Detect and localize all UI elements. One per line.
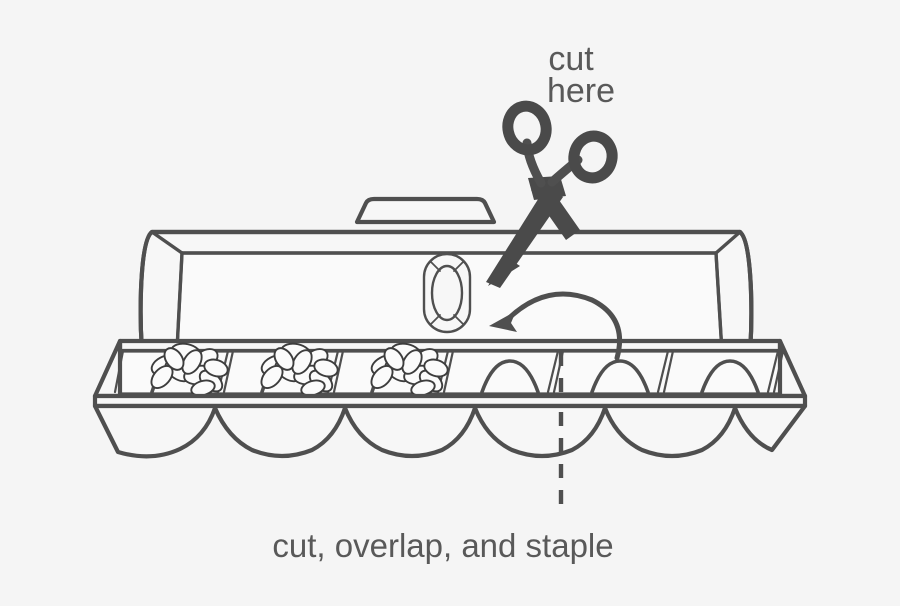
cell-mound-5 bbox=[590, 359, 650, 394]
scissors-ring-right bbox=[568, 130, 618, 184]
seed bbox=[291, 349, 313, 375]
cell-divider-2b bbox=[332, 349, 345, 394]
seed bbox=[273, 347, 295, 371]
lid-latch-tab bbox=[422, 252, 472, 334]
latch-spoke-tr bbox=[453, 261, 464, 272]
cell-divider-5b bbox=[662, 349, 675, 394]
base-scalloped-bottom bbox=[92, 403, 808, 459]
cell-divider-0a bbox=[113, 349, 125, 394]
latch-spoke-bl bbox=[430, 314, 441, 325]
seed bbox=[401, 349, 423, 375]
curved-arrow-head bbox=[489, 311, 517, 332]
lid-corner-bevel-left bbox=[150, 230, 184, 255]
cut-here-label: cut here bbox=[547, 40, 615, 110]
latch-spoke-tl bbox=[430, 261, 441, 272]
cell-divider-3b bbox=[442, 349, 455, 394]
scissors-blade-left-tip bbox=[488, 256, 520, 286]
caption-text: cut, overlap, and staple bbox=[272, 527, 613, 564]
latch-inner-oval bbox=[430, 264, 464, 322]
latch-spoke-br bbox=[453, 314, 464, 325]
cell-divider-4a bbox=[546, 349, 560, 394]
lid-corner-bevel-right bbox=[714, 230, 742, 255]
scissors-icon bbox=[486, 100, 618, 288]
seed bbox=[203, 358, 229, 378]
egg-carton bbox=[92, 196, 808, 459]
seed-cluster-cell-2 bbox=[260, 342, 339, 397]
seed-cluster-cell-1 bbox=[150, 342, 229, 397]
seed bbox=[163, 347, 185, 371]
scissors-ring-left bbox=[502, 100, 552, 156]
cell-divider-1b bbox=[222, 349, 235, 394]
cell-mound-4 bbox=[480, 359, 540, 394]
cell-divider-6b bbox=[772, 349, 785, 394]
cut-here-line-1: cut bbox=[548, 40, 594, 78]
seed bbox=[383, 347, 405, 371]
cell-mound-6 bbox=[700, 359, 760, 394]
cell-divider-5a bbox=[656, 349, 670, 394]
seed bbox=[423, 358, 449, 378]
curved-arrow-icon bbox=[489, 291, 623, 361]
lid-top-tab bbox=[354, 196, 497, 225]
seed-cluster-cell-3 bbox=[370, 342, 449, 397]
seed bbox=[313, 358, 339, 378]
cut-here-line-2: here bbox=[547, 72, 615, 110]
seed bbox=[181, 349, 203, 375]
curved-arrow-arc bbox=[502, 291, 623, 361]
cell-divider-6a bbox=[766, 349, 780, 394]
